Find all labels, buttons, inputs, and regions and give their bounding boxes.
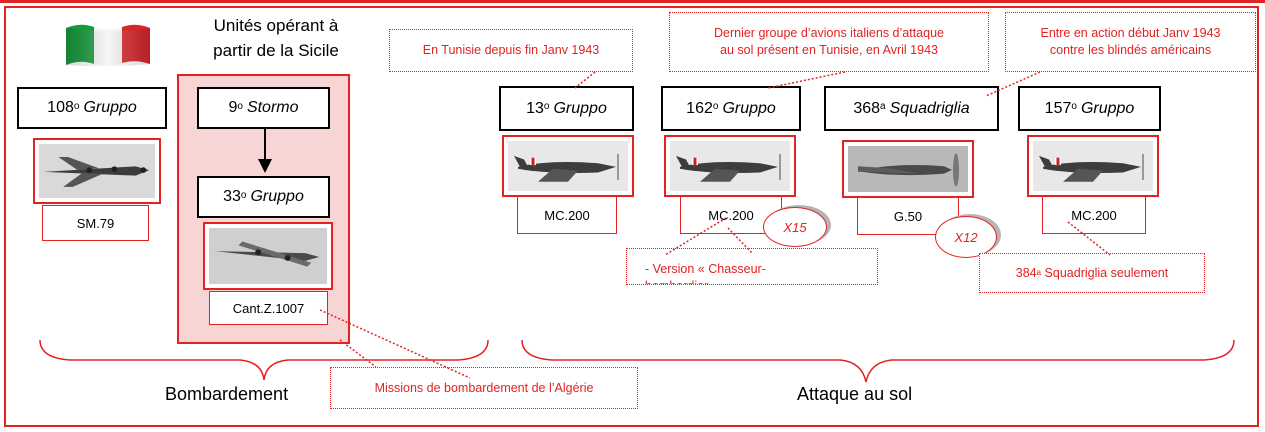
mc200-label-13: MC.200 bbox=[517, 196, 617, 234]
unit-number: 9 bbox=[228, 99, 238, 116]
note-dernier-groupe: Dernier groupe d’avions italiens d’attaq… bbox=[669, 12, 989, 72]
bomber-plane-icon bbox=[39, 144, 155, 198]
bomber-plane-icon bbox=[209, 228, 327, 284]
unit-ordinal: o bbox=[712, 101, 719, 112]
fighter-plane-icon bbox=[1033, 141, 1153, 191]
unit-type: Gruppo bbox=[1080, 99, 1135, 117]
unit-ordinal: o bbox=[73, 100, 80, 112]
unit-number: 13 bbox=[526, 99, 544, 117]
unit-number: 33 bbox=[223, 188, 241, 205]
unit-type: Gruppo bbox=[553, 99, 607, 117]
note-version-line2: bombardier bbox=[645, 278, 708, 284]
group-label-attaque: Attaque au sol bbox=[797, 384, 913, 404]
italian-flag-icon bbox=[62, 18, 154, 68]
g50-photo bbox=[842, 140, 974, 198]
sicily-header-line1: Unités opérant à bbox=[213, 16, 339, 35]
down-arrow-icon bbox=[258, 129, 272, 173]
fighter-plane-icon bbox=[848, 146, 968, 192]
diagram-frame bbox=[4, 6, 1259, 427]
cantz1007-photo bbox=[203, 222, 333, 290]
unit-type: Gruppo bbox=[722, 99, 776, 117]
note-action-line2: contre les blindés américains bbox=[1049, 43, 1212, 57]
unit-type: Stormo bbox=[246, 99, 299, 116]
mc200-photo-162 bbox=[664, 135, 796, 197]
note-missions-algerie: Missions de bombardement de l’Algérie bbox=[330, 367, 638, 409]
sm79-photo bbox=[33, 138, 161, 204]
unit-ordinal: o bbox=[543, 101, 550, 112]
note-384-text: Squadriglia seulement bbox=[1044, 265, 1169, 280]
note-tunisie: En Tunisie depuis fin Janv 1943 bbox=[389, 29, 633, 72]
note-version-line1: - Version « Chasseur- bbox=[645, 262, 766, 276]
group-label-bombardement: Bombardement bbox=[165, 384, 289, 404]
unit-ordinal: o bbox=[237, 100, 243, 112]
mc200-photo-13 bbox=[502, 135, 634, 197]
fighter-plane-icon bbox=[508, 141, 628, 191]
unit-number: 108 bbox=[47, 99, 74, 116]
note-action-janv: Entre en action début Janv 1943 contre l… bbox=[1005, 12, 1256, 72]
sm79-label: SM.79 bbox=[42, 205, 149, 241]
fighter-plane-icon bbox=[670, 141, 790, 191]
top-border bbox=[0, 0, 1265, 3]
cantz1007-label: Cant.Z.1007 bbox=[209, 291, 328, 325]
unit-type: Gruppo bbox=[250, 188, 304, 205]
unit-number: 368 bbox=[853, 99, 881, 117]
note-action-line1: Entre en action début Janv 1943 bbox=[1040, 26, 1221, 41]
note-384-ordinal: a bbox=[1036, 267, 1042, 277]
note-version-chasseur: - Version « Chasseur- bombardier bbox=[626, 248, 878, 285]
unit-type: Squadriglia bbox=[889, 99, 970, 117]
unit-number: 162 bbox=[686, 99, 713, 117]
note-dernier-line2: au sol présent en Tunisie, en Avril 1943 bbox=[720, 43, 938, 57]
sicily-header: Unités opérant à partir de la Sicile bbox=[176, 14, 376, 63]
mc200-label-157: MC.200 bbox=[1042, 196, 1146, 234]
unit-ordinal: a bbox=[880, 101, 886, 112]
unit-ordinal: o bbox=[1071, 101, 1077, 112]
unit-type: Gruppo bbox=[83, 99, 137, 116]
note-384-number: 384 bbox=[1015, 265, 1037, 280]
sicily-header-line2: partir de la Sicile bbox=[213, 40, 339, 60]
unit-ordinal: o bbox=[240, 189, 247, 201]
mc200-photo-157 bbox=[1027, 135, 1159, 197]
unit-number: 157 bbox=[1044, 99, 1072, 117]
multiplier-x12: X12 bbox=[935, 216, 997, 258]
multiplier-x15: X15 bbox=[763, 207, 827, 247]
note-dernier-line1: Dernier groupe d’avions italiens d’attaq… bbox=[713, 26, 944, 41]
